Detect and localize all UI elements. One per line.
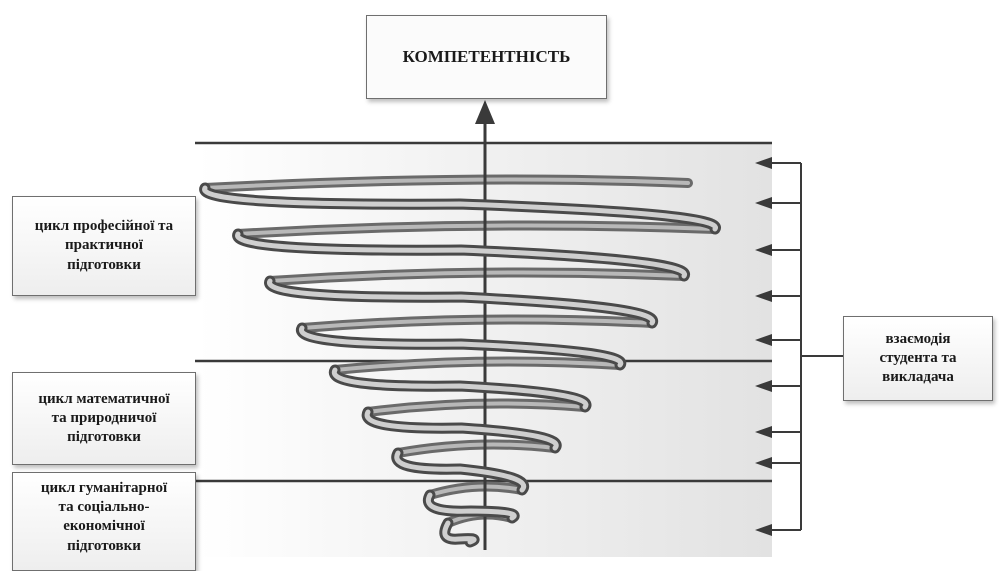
interaction-arrow-head-8	[755, 457, 772, 469]
interaction-arrow-head-5	[755, 334, 772, 346]
interaction-arrow-head-9	[755, 524, 772, 536]
math-science-cycle-box: цикл математичної та природничої підгото…	[12, 372, 196, 465]
spiral-back-strand-3-highlight	[268, 270, 686, 283]
interaction-arrow-head-3	[755, 244, 772, 256]
spiral-back-strand-5-highlight	[333, 359, 622, 372]
interaction-arrows	[755, 157, 801, 536]
spiral-back-strands	[200, 174, 720, 528]
spiral-back-strand-2-highlight	[236, 223, 717, 236]
spiral-front-strand-3-highlight	[267, 278, 656, 326]
interaction-arrow-head-6	[755, 380, 772, 392]
interaction-arrow-head-2	[755, 197, 772, 209]
interaction-arrow-head-7	[755, 426, 772, 438]
spiral-front-strands	[199, 182, 721, 548]
spiral-front-strand-6-highlight	[364, 409, 559, 451]
spiral-back-strand-4-highlight	[300, 317, 654, 330]
competence-title-box: КОМПЕТЕНТНІСТЬ	[366, 15, 607, 99]
spiral-front-strand-5-highlight	[331, 367, 589, 410]
spiral-front-strand-9-highlight	[442, 520, 477, 545]
spiral-back-strand-8-highlight	[428, 484, 524, 497]
spiral-back-strand-1-highlight	[203, 177, 690, 190]
spiral-front-strand-8-highlight	[425, 492, 517, 521]
spiral-back-strand-6-highlight	[366, 401, 587, 414]
spiral-front-strand-1-highlight	[202, 185, 718, 232]
spiral-front-strand-4-highlight	[298, 325, 624, 368]
student-teacher-interaction-box: взаємодія студента та викладача	[843, 316, 993, 401]
interaction-arrow-head-1	[755, 157, 772, 169]
spiral-back-strand-7-highlight	[396, 442, 557, 455]
professional-cycle-box: цикл професійної та практичної підготовк…	[12, 196, 196, 296]
spiral-front-strand-2-highlight	[235, 231, 688, 279]
humanities-cycle-box: цикл гуманітарної та соціально- економіч…	[12, 472, 196, 571]
spiral-front-strand-7-highlight	[394, 450, 527, 493]
interaction-arrow-head-4	[755, 290, 772, 302]
axis-arrow-head	[475, 100, 495, 124]
